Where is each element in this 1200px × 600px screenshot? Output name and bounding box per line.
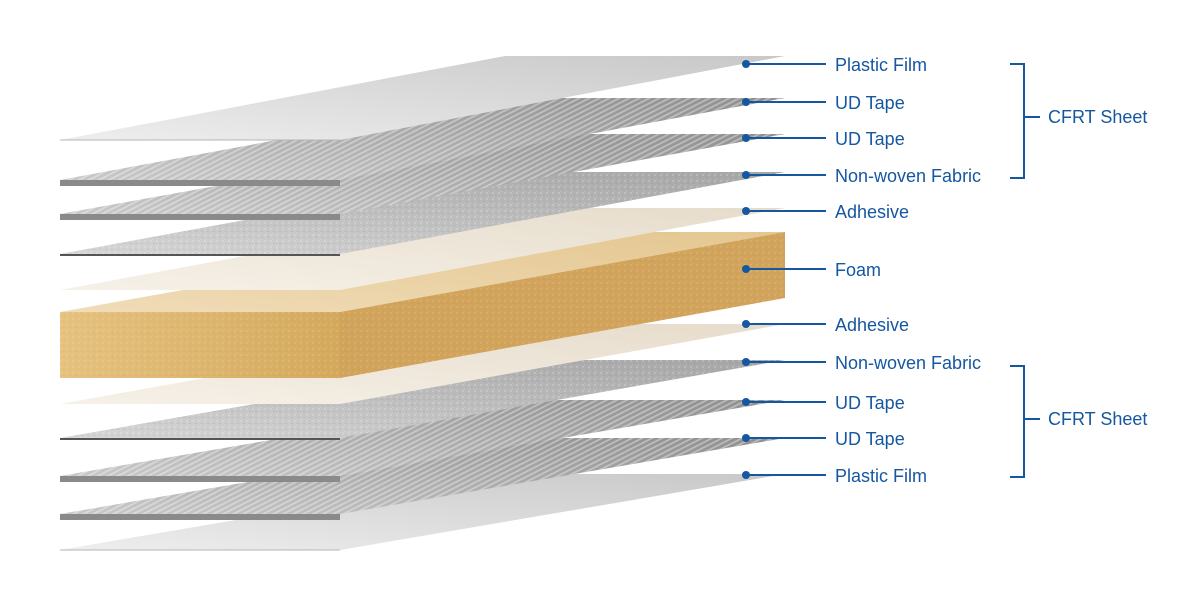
label-ud-tape-bottom-2: UD Tape xyxy=(835,429,905,449)
label-ud-tape-top-1: UD Tape xyxy=(835,93,905,113)
callout-dot xyxy=(742,134,750,142)
layer-top-ud-tape-1 xyxy=(60,98,785,186)
label-non-woven-fabric-top: Non-woven Fabric xyxy=(835,166,981,186)
layer-bottom-plastic-film xyxy=(60,474,785,551)
layer-bottom-adhesive xyxy=(60,324,785,404)
callout-dot xyxy=(742,320,750,328)
layer-top-plastic-film xyxy=(60,56,785,141)
label-ud-tape-bottom-1: UD Tape xyxy=(835,393,905,413)
callout-dot xyxy=(742,471,750,479)
callouts xyxy=(746,63,826,476)
bracket-bottom xyxy=(1010,365,1040,478)
callout-dot xyxy=(742,98,750,106)
group-label-cfrt-sheet-top: CFRT Sheet xyxy=(1048,107,1147,127)
label-adhesive-bottom: Adhesive xyxy=(835,315,909,335)
callout-dot xyxy=(742,358,750,366)
callout-dot xyxy=(742,207,750,215)
callout-dot xyxy=(742,171,750,179)
callout-dots xyxy=(742,60,750,479)
label-ud-tape-top-2: UD Tape xyxy=(835,129,905,149)
layer-bottom-ud-tape-1 xyxy=(60,400,785,482)
layer-bottom-non-woven-fabric xyxy=(60,360,785,440)
label-foam: Foam xyxy=(835,260,881,280)
label-non-woven-fabric-bottom: Non-woven Fabric xyxy=(835,353,981,373)
label-adhesive-top: Adhesive xyxy=(835,202,909,222)
callout-dot xyxy=(742,398,750,406)
callout-dot xyxy=(742,265,750,273)
bracket-top xyxy=(1010,63,1040,179)
callout-dot xyxy=(742,434,750,442)
callout-dot xyxy=(742,60,750,68)
label-plastic-film-top: Plastic Film xyxy=(835,55,927,75)
group-label-cfrt-sheet-bottom: CFRT Sheet xyxy=(1048,409,1147,429)
layer-top-non-woven-fabric xyxy=(60,172,785,256)
layer-top-ud-tape-2 xyxy=(60,134,785,220)
label-plastic-film-bottom: Plastic Film xyxy=(835,466,927,486)
layer-top-adhesive xyxy=(60,208,785,290)
layer-bottom-ud-tape-2 xyxy=(60,438,785,520)
